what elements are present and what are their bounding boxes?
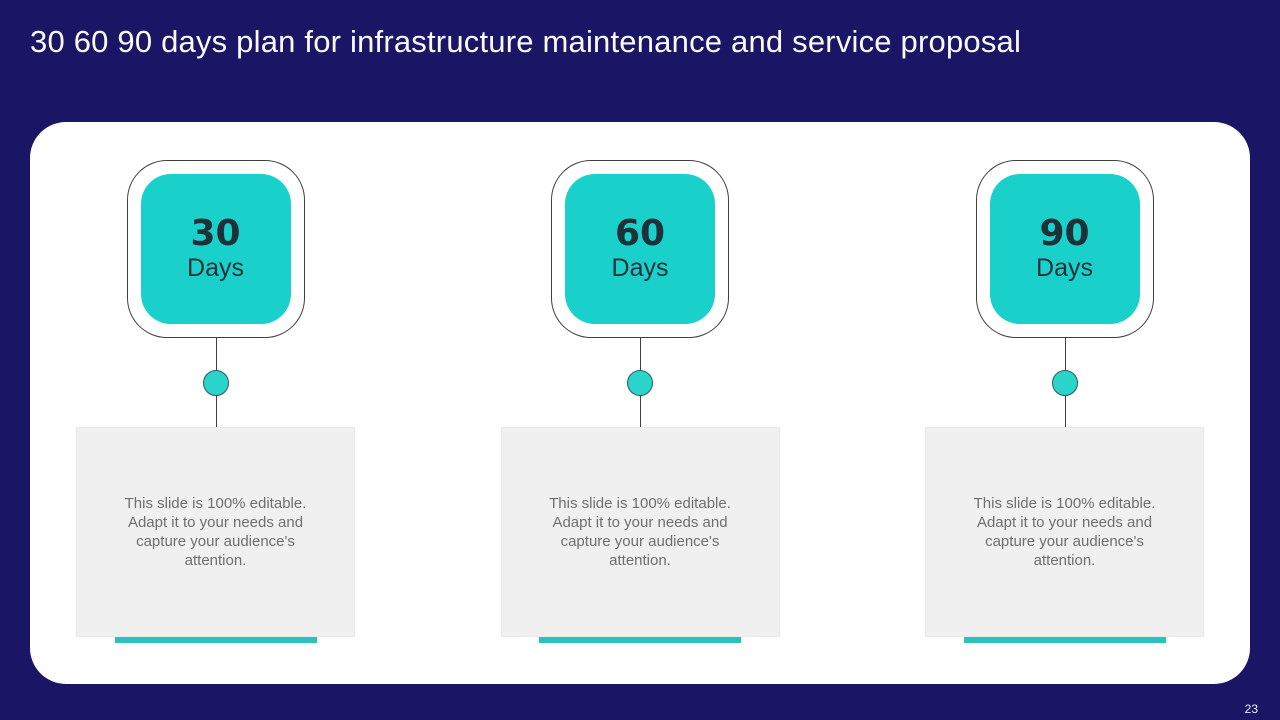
description-text: This slide is 100% editable. Adapt it to… (973, 495, 1156, 569)
accent-underline (963, 637, 1166, 643)
description-box: This slide is 100% editable. Adapt it to… (500, 427, 780, 637)
milestone-unit: Days (1036, 254, 1093, 283)
milestone-column-60: 60 Days This slide is 100% editable. Ada… (500, 160, 780, 643)
connector-dot (202, 369, 229, 396)
connector (626, 338, 654, 427)
milestone-badge-30: 30 Days (140, 174, 291, 324)
description-box: This slide is 100% editable. Adapt it to… (925, 427, 1204, 637)
milestone-column-30: 30 Days This slide is 100% editable. Ada… (76, 160, 355, 643)
connector-dot (1051, 369, 1078, 396)
milestone-unit: Days (187, 254, 244, 283)
milestone-node-90: 90 Days (975, 160, 1154, 338)
connector-dot (627, 369, 653, 396)
milestone-unit: Days (611, 254, 669, 283)
page-number: 23 (1244, 702, 1258, 716)
milestone-node-30: 30 Days (126, 160, 305, 338)
milestone-number: 90 (1039, 213, 1090, 255)
milestone-columns: 30 Days This slide is 100% editable. Ada… (30, 122, 1250, 643)
slide-title: 30 60 90 days plan for infrastructure ma… (30, 24, 1022, 59)
accent-underline (114, 637, 317, 643)
description-text: This slide is 100% editable. Adapt it to… (124, 495, 307, 569)
connector (202, 338, 230, 427)
milestone-column-90: 90 Days This slide is 100% editable. Ada… (925, 160, 1204, 643)
accent-underline (539, 637, 741, 643)
milestone-number: 60 (614, 213, 666, 255)
description-text: This slide is 100% editable. Adapt it to… (549, 495, 731, 569)
milestone-badge-90: 90 Days (989, 174, 1140, 324)
milestone-number: 30 (190, 213, 241, 255)
milestone-node-60: 60 Days (551, 160, 729, 338)
connector (1051, 338, 1079, 427)
content-card: 30 Days This slide is 100% editable. Ada… (30, 122, 1250, 684)
description-box: This slide is 100% editable. Adapt it to… (76, 427, 355, 637)
milestone-badge-60: 60 Days (565, 174, 715, 324)
